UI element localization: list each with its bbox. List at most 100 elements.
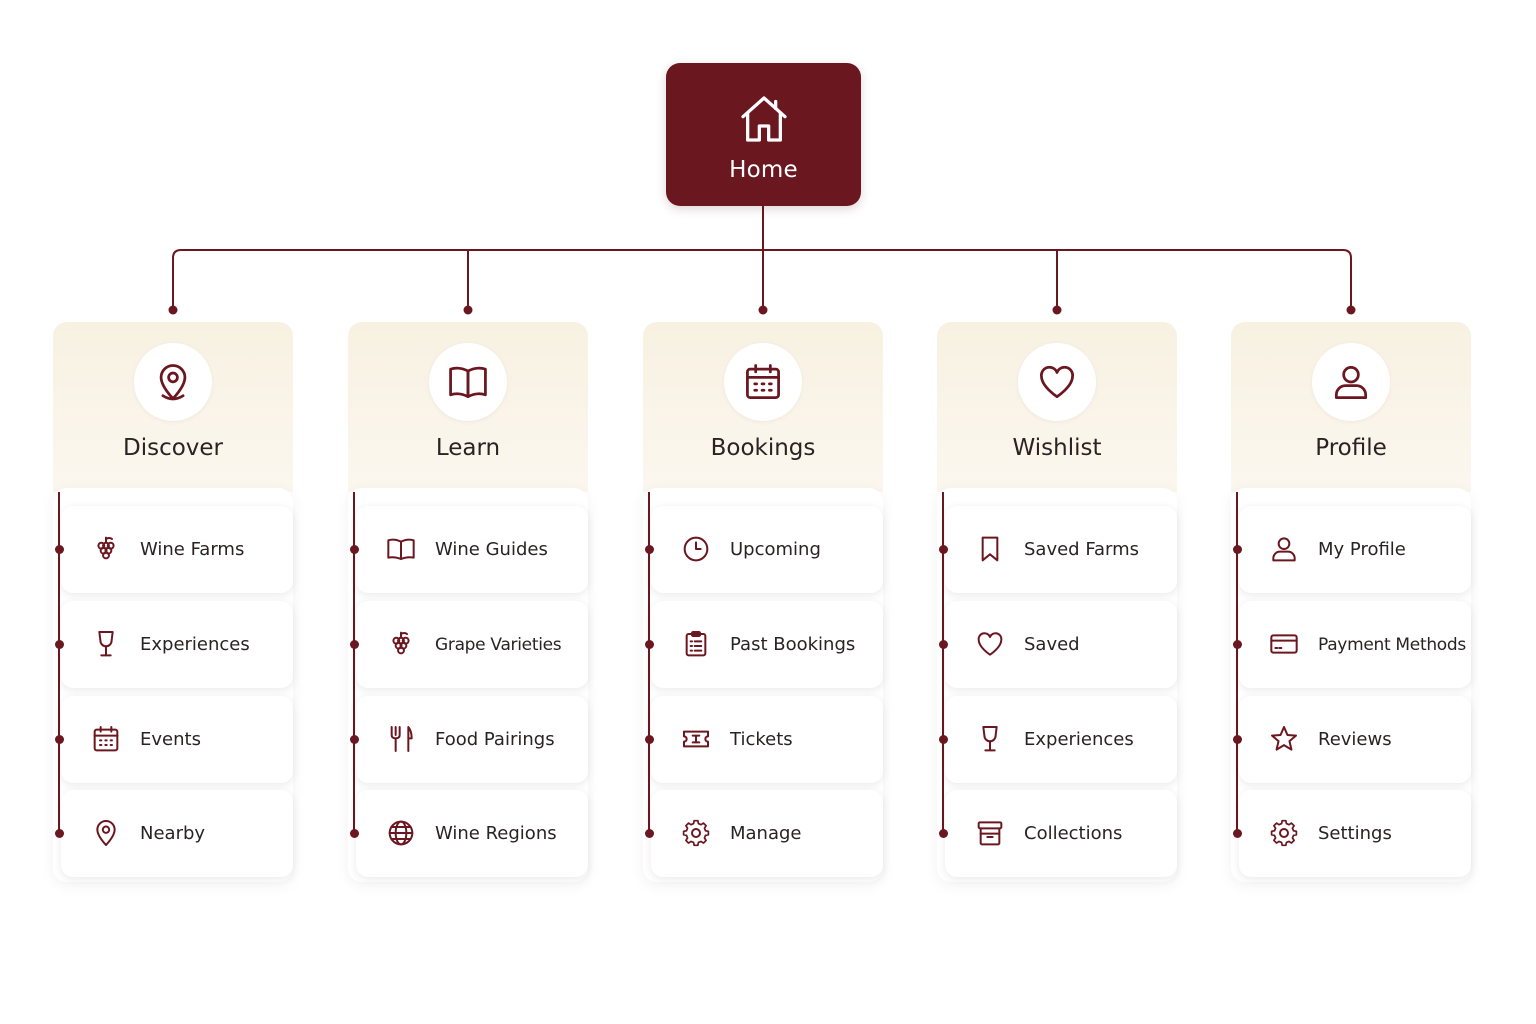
menu-item-label: Experiences — [140, 634, 250, 655]
menu-item-grape-varieties[interactable]: Grape Varieties — [356, 601, 588, 688]
user-icon — [1268, 533, 1300, 565]
connector-dot — [54, 829, 64, 838]
item-connector-line — [58, 492, 60, 834]
menu-item-tickets[interactable]: Tickets — [651, 696, 883, 783]
menu-item-events[interactable]: Events — [61, 696, 293, 783]
item-connector-line — [1236, 492, 1238, 834]
branch-dot — [1346, 305, 1356, 315]
menu-item-food-pairings[interactable]: Food Pairings — [356, 696, 588, 783]
connector-dot — [938, 829, 948, 838]
heart-icon — [1018, 343, 1096, 421]
clock-icon — [680, 533, 712, 565]
connector-dot — [349, 545, 359, 554]
column-header-wishlist[interactable]: Wishlist — [937, 322, 1177, 492]
item-connector-line — [942, 492, 944, 834]
menu-item-label: Upcoming — [730, 539, 821, 560]
connector-dot — [349, 829, 359, 838]
column-header-discover[interactable]: Discover — [53, 322, 293, 492]
menu-item-saved-farms[interactable]: Saved Farms — [945, 506, 1177, 593]
item-connector-line — [648, 492, 650, 834]
bookmark-icon — [974, 533, 1006, 565]
wine-glass-icon — [90, 628, 122, 660]
connector-dot — [1232, 545, 1242, 554]
menu-item-wine-guides[interactable]: Wine Guides — [356, 506, 588, 593]
connector-dot — [938, 640, 948, 649]
menu-item-experiences[interactable]: Experiences — [945, 696, 1177, 783]
menu-item-label: Saved — [1024, 634, 1080, 655]
column-header-learn[interactable]: Learn — [348, 322, 588, 492]
menu-item-label: Wine Guides — [435, 539, 548, 560]
book-icon — [385, 533, 417, 565]
star-icon — [1268, 723, 1300, 755]
menu-item-label: Reviews — [1318, 729, 1392, 750]
connector-dot — [1232, 735, 1242, 744]
connector-dot — [54, 545, 64, 554]
column-title: Profile — [1315, 435, 1387, 461]
heart-icon — [974, 628, 1006, 660]
column-title: Discover — [122, 435, 224, 461]
column-header-bookings[interactable]: Bookings — [643, 322, 883, 492]
connector-dot — [644, 829, 654, 838]
menu-item-label: Payment Methods — [1318, 634, 1466, 655]
connector-dot — [349, 640, 359, 649]
item-connector-line — [353, 492, 355, 834]
connector-dot — [54, 735, 64, 744]
menu-item-label: Wine Regions — [435, 823, 557, 844]
menu-item-past-bookings[interactable]: Past Bookings — [651, 601, 883, 688]
menu-item-wine-regions[interactable]: Wine Regions — [356, 790, 588, 877]
menu-item-label: Tickets — [730, 729, 793, 750]
menu-item-label: Settings — [1318, 823, 1392, 844]
menu-item-reviews[interactable]: Reviews — [1239, 696, 1471, 783]
menu-item-label: Saved Farms — [1024, 539, 1140, 560]
connector-dot — [1232, 640, 1242, 649]
menu-item-settings[interactable]: Settings — [1239, 790, 1471, 877]
menu-item-nearby[interactable]: Nearby — [61, 790, 293, 877]
connector-dot — [644, 640, 654, 649]
connector-dot — [349, 735, 359, 744]
home-label: Home — [729, 156, 798, 183]
map-pin-icon — [134, 343, 212, 421]
connector-dot — [644, 735, 654, 744]
column-header-profile[interactable]: Profile — [1231, 322, 1471, 492]
grapes-icon — [90, 533, 122, 565]
menu-item-wine-farms[interactable]: Wine Farms — [61, 506, 293, 593]
menu-item-payment-methods[interactable]: Payment Methods — [1239, 601, 1471, 688]
connector-dot — [938, 545, 948, 554]
credit-card-icon — [1268, 628, 1300, 660]
ticket-icon — [680, 723, 712, 755]
menu-item-manage[interactable]: Manage — [651, 790, 883, 877]
menu-item-label: Food Pairings — [435, 729, 555, 750]
menu-item-collections[interactable]: Collections — [945, 790, 1177, 877]
calendar-icon — [90, 723, 122, 755]
menu-item-label: Events — [140, 729, 201, 750]
connector-dot — [54, 640, 64, 649]
column-title: Wishlist — [1012, 435, 1102, 461]
menu-item-label: Wine Farms — [140, 539, 245, 560]
branch-line-discover — [172, 249, 182, 310]
menu-item-experiences[interactable]: Experiences — [61, 601, 293, 688]
menu-item-saved[interactable]: Saved — [945, 601, 1177, 688]
connector-dot — [644, 545, 654, 554]
menu-item-my-profile[interactable]: My Profile — [1239, 506, 1471, 593]
location-pin-icon — [90, 817, 122, 849]
wine-glass-icon — [974, 723, 1006, 755]
calendar-icon — [724, 343, 802, 421]
fork-knife-icon — [385, 723, 417, 755]
home-node[interactable]: Home — [666, 63, 861, 206]
connector-dot — [938, 735, 948, 744]
menu-item-label: My Profile — [1318, 539, 1406, 560]
column-title: Bookings — [710, 435, 816, 461]
branch-line-profile — [1342, 249, 1352, 310]
home-icon — [736, 87, 792, 151]
connector-dot — [1232, 829, 1242, 838]
menu-item-label: Grape Varieties — [435, 634, 562, 655]
menu-item-label: Nearby — [140, 823, 206, 844]
open-book-icon — [429, 343, 507, 421]
menu-item-upcoming[interactable]: Upcoming — [651, 506, 883, 593]
branch-dot — [1052, 305, 1062, 315]
